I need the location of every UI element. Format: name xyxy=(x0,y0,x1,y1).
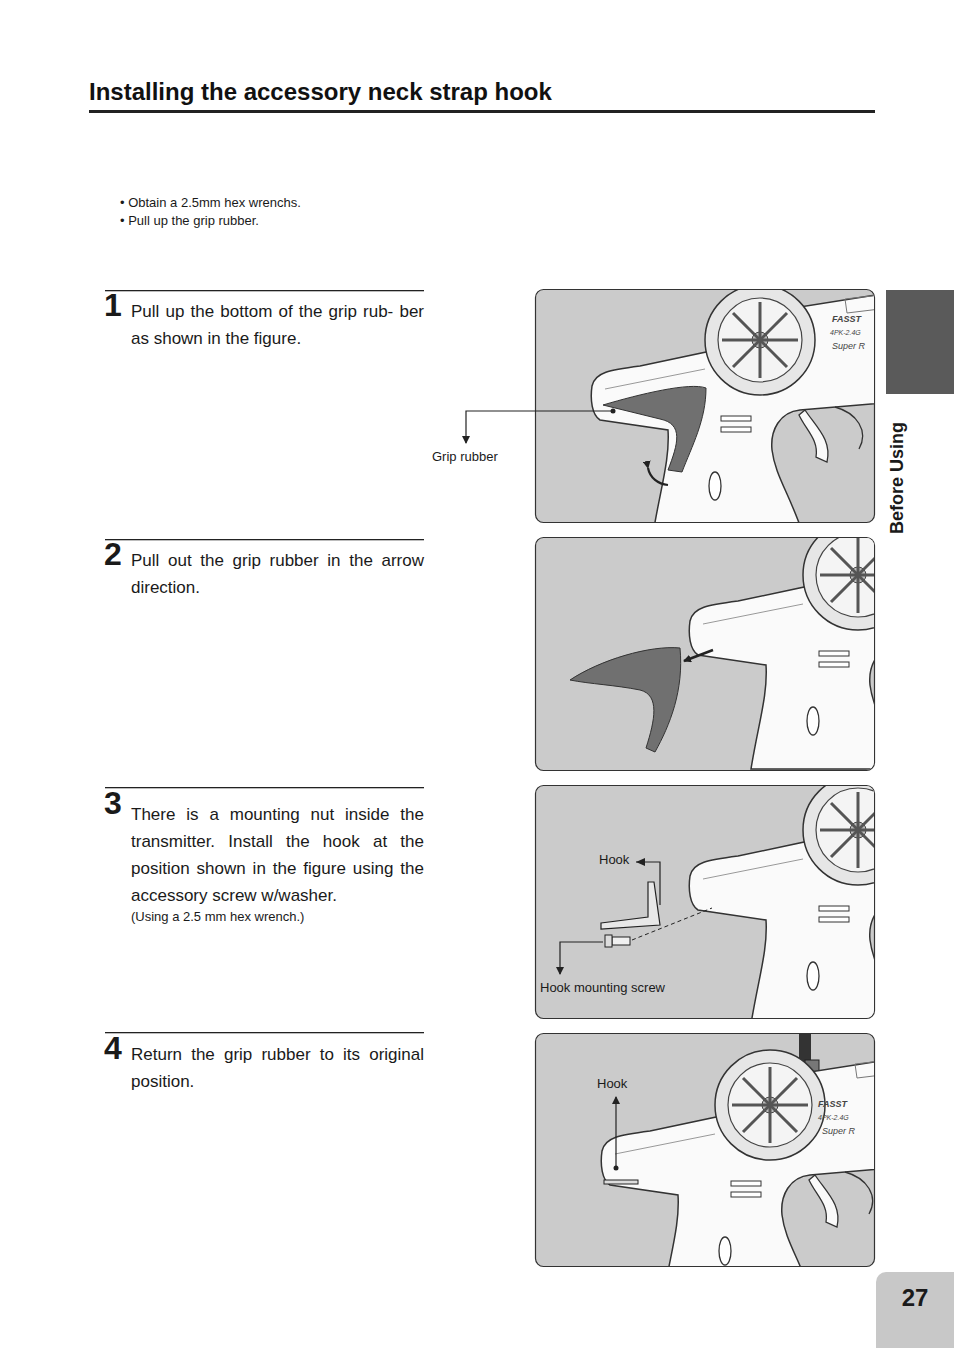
page-title: Installing the accessory neck strap hook xyxy=(89,78,552,106)
page-number-box: 27 xyxy=(876,1272,954,1348)
side-tab: Before Using xyxy=(886,290,954,394)
logo-text: Super R xyxy=(832,341,865,352)
part-label: Hook mounting screw xyxy=(540,980,665,996)
note: • Pull up the grip rubber. xyxy=(120,213,259,229)
page-number: 27 xyxy=(902,1285,929,1311)
step-number: 3 xyxy=(104,787,122,819)
logo-text: FASST xyxy=(818,1099,847,1110)
step-text: There is a mounting nut inside the trans… xyxy=(131,801,424,909)
logo-text: Super R xyxy=(822,1126,855,1137)
logo-text: 4PK-2.4G xyxy=(830,329,861,337)
logo-text: FASST xyxy=(832,314,861,325)
section-heading: Before Using xyxy=(888,422,908,534)
part-label: Hook xyxy=(597,1076,627,1092)
part-label: Grip rubber xyxy=(432,449,498,465)
note: (Using a 2.5 mm hex wrench.) xyxy=(131,909,304,925)
note: • Obtain a 2.5mm hex wrenchs. xyxy=(120,195,301,211)
step-number: 2 xyxy=(104,538,122,570)
step-number: 4 xyxy=(104,1032,122,1064)
part-label: Hook xyxy=(599,852,629,868)
step-text: Pull up the bottom of the grip rub- ber … xyxy=(131,298,424,352)
step-text: Pull out the grip rubber in the arrow di… xyxy=(131,547,424,601)
logo-text: 4PK-2.4G xyxy=(818,1114,849,1122)
step-number: 1 xyxy=(104,289,122,321)
step-text: Return the grip rubber to its original p… xyxy=(131,1041,424,1095)
